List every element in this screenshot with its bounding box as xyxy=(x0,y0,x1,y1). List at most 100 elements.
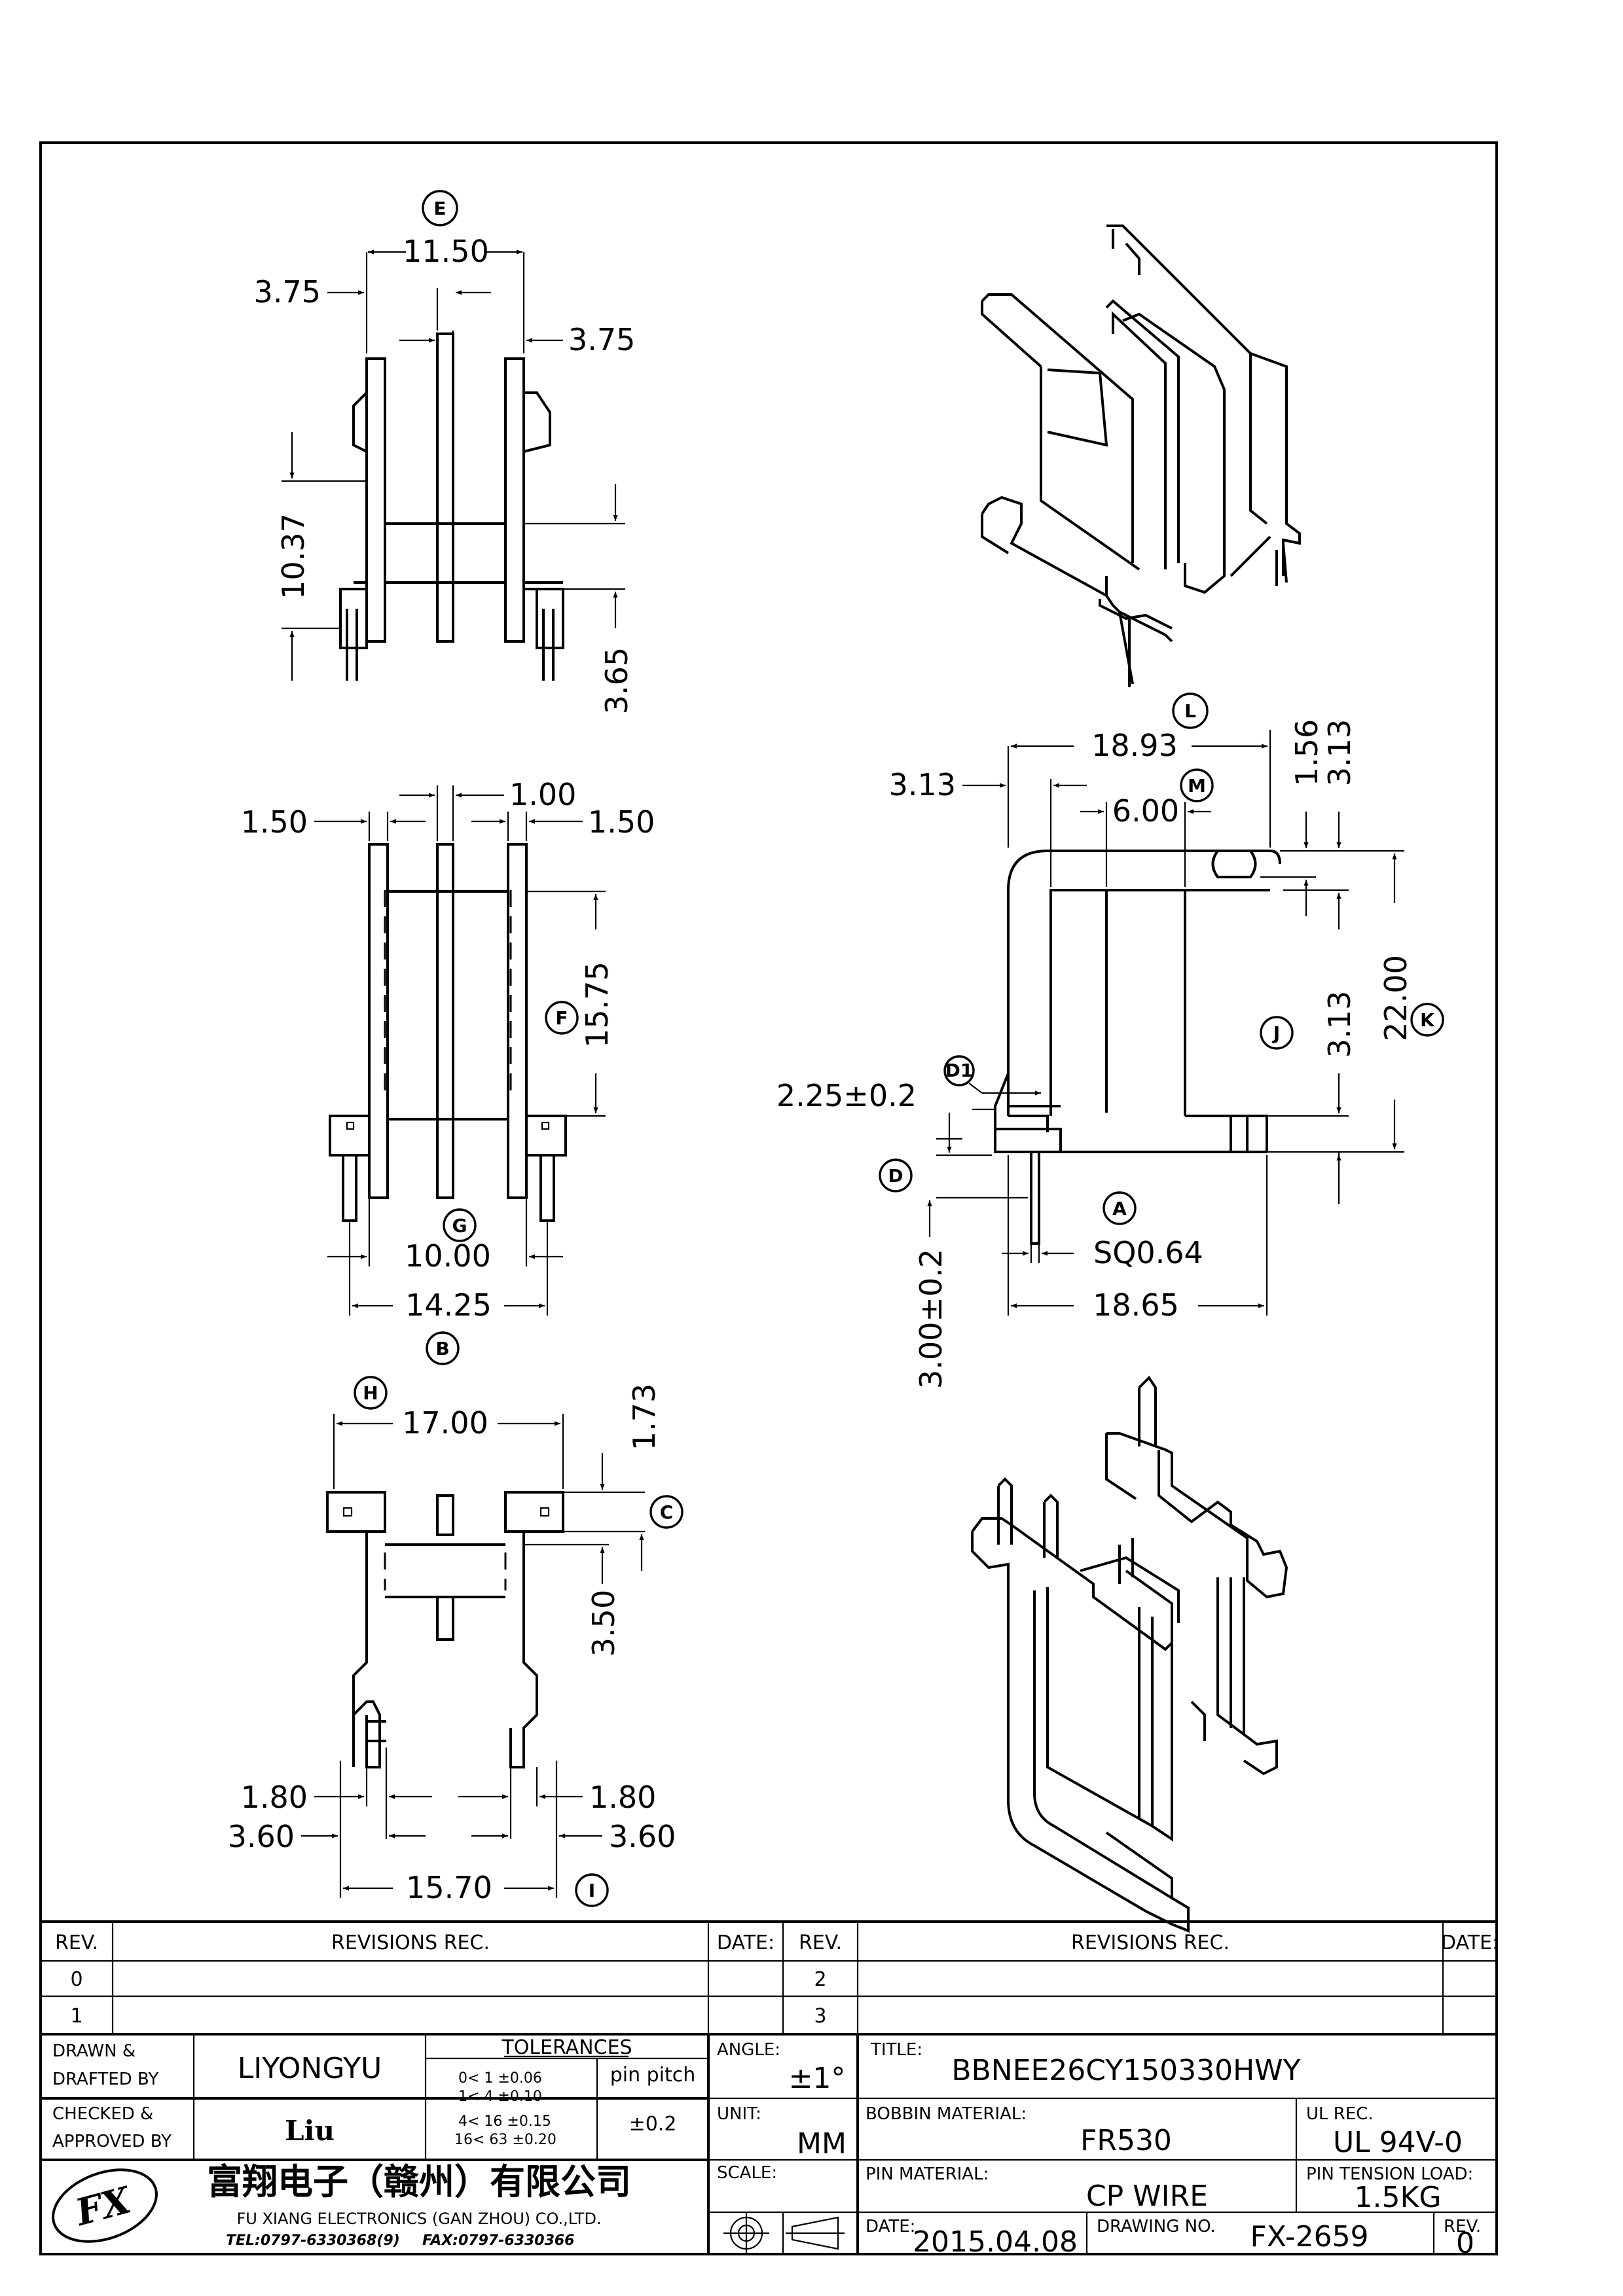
isometric-view-bottom xyxy=(971,1375,1288,1933)
checked-label-1: CHECKED & xyxy=(52,2104,153,2124)
drawn-label-1: DRAWN & xyxy=(52,2041,136,2061)
dim-l-left-offset: 3.13 xyxy=(889,767,956,802)
dim-f-left-wall: 1.50 xyxy=(241,804,308,840)
callout-i-circle xyxy=(575,1873,609,1907)
company-name-cn: 富翔电子（赣州）有限公司 xyxy=(207,2161,631,2202)
dim-l-slot-w: 1.56 xyxy=(1289,719,1324,786)
tension-label: PIN TENSION LOAD: xyxy=(1306,2164,1473,2184)
tolerance-row-1: 0< 1 ±0.06 xyxy=(458,2070,542,2087)
callout-d-label: D xyxy=(888,1165,903,1187)
dim-e-top-width: 11.50 xyxy=(403,234,489,269)
dim-l-width: 18.93 xyxy=(1091,728,1178,763)
date-label: DATE: xyxy=(866,2217,915,2236)
callout-f-circle xyxy=(545,1001,579,1035)
pin-material-label: PIN MATERIAL: xyxy=(866,2164,989,2184)
tension-value: 1.5KG xyxy=(1355,2181,1442,2214)
revisions-header-left: REVISIONS REC. xyxy=(331,1931,490,1954)
callout-a-circle xyxy=(1103,1191,1137,1225)
callout-j-circle xyxy=(1260,1016,1294,1050)
isometric-view-top xyxy=(981,224,1301,687)
dim-l-d1: 2.25±0.2 xyxy=(776,1078,917,1113)
title-block: DRAWN & DRAFTED BY LIYONGYU CHECKED & AP… xyxy=(41,2034,1497,2260)
view-h: H 17.00 1.73 C 3.50 1.80 3.60 1.80 xyxy=(228,1376,684,1907)
dim-f-inner-width: 10.00 xyxy=(405,1238,491,1274)
callout-h-circle xyxy=(354,1376,388,1410)
callout-e-label: E xyxy=(433,198,446,219)
tolerances-title: TOLERANCES xyxy=(501,2036,632,2059)
revision-block: REV. REVISIONS REC. DATE: REV. REVISIONS… xyxy=(41,1920,1499,2036)
dim-f-outer-width: 14.25 xyxy=(405,1287,492,1323)
bobbin-value: FR530 xyxy=(1080,2124,1172,2157)
dim-h-width: 17.00 xyxy=(402,1405,488,1441)
dim-l-j-height: 3.13 xyxy=(1322,991,1357,1058)
callout-k-circle xyxy=(1410,1003,1444,1037)
callout-h-label: H xyxy=(363,1382,378,1404)
view-f: 1.50 1.00 1.50 15.75 F G 10.00 14.25 xyxy=(241,777,655,1365)
callout-g-circle xyxy=(443,1208,477,1242)
callout-b-label: B xyxy=(435,1338,449,1359)
dim-l-k-height: 22.00 xyxy=(1378,955,1413,1041)
drawing-no-label: DRAWING NO. xyxy=(1097,2217,1216,2236)
title-value: BBNEE26CY150330HWY xyxy=(951,2054,1300,2087)
callout-m-label: M xyxy=(1188,775,1206,797)
checked-label-2: APPROVED BY xyxy=(52,2132,172,2151)
dim-h-pin-span: 15.70 xyxy=(406,1870,492,1905)
tolerance-row-4: 16< 63 ±0.20 xyxy=(454,2132,556,2148)
callout-e-circle xyxy=(422,190,458,226)
svg-text:FX: FX xyxy=(70,2178,137,2234)
dim-h-left-pin: 3.60 xyxy=(228,1819,295,1854)
dim-e-height: 10.37 xyxy=(276,513,311,600)
dim-h-right-tab: 1.80 xyxy=(589,1780,656,1815)
callout-a-label: A xyxy=(1112,1198,1127,1219)
drawing-no-value: FX-2659 xyxy=(1250,2220,1368,2253)
rev-row-2: 2 xyxy=(814,1968,826,1991)
rev-row-3: 3 xyxy=(814,2005,826,2028)
callout-g-label: G xyxy=(452,1215,467,1236)
callout-c-label: C xyxy=(660,1501,674,1523)
dim-e-left-offset: 3.75 xyxy=(254,274,321,310)
dim-l-pin-length: 3.00±0.2 xyxy=(913,1249,949,1389)
tolerance-row-2: 1< 4 ±0.10 xyxy=(458,2089,542,2105)
tolerance-row-3: 4< 16 ±0.15 xyxy=(458,2113,551,2130)
bobbin-label: BOBBIN MATERIAL: xyxy=(866,2104,1027,2124)
rev-header-right: REV. xyxy=(799,1931,842,1954)
drawing-frame xyxy=(39,141,1498,2255)
date-header-right: DATE: xyxy=(1441,1931,1499,1954)
callout-d-circle xyxy=(879,1158,913,1193)
callout-f-label: F xyxy=(555,1007,568,1029)
dim-f-center-wall: 1.00 xyxy=(509,777,576,812)
scale-label: SCALE: xyxy=(717,2163,777,2183)
angle-value: ±1° xyxy=(789,2062,846,2095)
unit-label: UNIT: xyxy=(717,2104,761,2124)
view-e: E 11.50 3.75 3.75 xyxy=(254,190,635,714)
dim-l-pin-sq: SQ0.64 xyxy=(1093,1235,1203,1270)
ul-label: UL REC. xyxy=(1306,2104,1374,2124)
rev-value: 0 xyxy=(1456,2227,1474,2260)
rev-header-left: REV. xyxy=(55,1931,98,1954)
view-l: L 3.13 18.93 M 6.00 xyxy=(776,692,1444,1389)
callout-k-label: K xyxy=(1420,1009,1435,1031)
callout-d1-circle xyxy=(943,1055,975,1086)
dim-h-slot-depth: 3.50 xyxy=(586,1590,621,1657)
company-tel: TEL:0797-6330368(9) xyxy=(226,2233,400,2249)
revisions-header-right: REVISIONS REC. xyxy=(1071,1931,1230,1954)
pin-pitch-value: ±0.2 xyxy=(629,2113,677,2136)
company-logo: FX xyxy=(52,2168,158,2243)
projection-symbol-icon xyxy=(723,2212,845,2254)
company-fax: FAX:0797-6330366 xyxy=(422,2233,575,2249)
date-value: 2015.04.08 xyxy=(913,2225,1078,2259)
drawn-label-2: DRAFTED BY xyxy=(52,2070,158,2089)
angle-label: ANGLE: xyxy=(717,2040,780,2060)
dim-l-slot-h: 3.13 xyxy=(1322,719,1357,786)
dim-f-right-wall: 1.50 xyxy=(588,804,655,840)
rev-label: REV. xyxy=(1444,2217,1481,2236)
callout-l-circle xyxy=(1172,692,1209,729)
checked-value: Liu xyxy=(285,2115,335,2147)
dim-l-base-width: 18.65 xyxy=(1093,1287,1179,1323)
title-label: TITLE: xyxy=(870,2040,922,2060)
rev-row-1: 1 xyxy=(70,2005,82,2028)
ul-value: UL 94V-0 xyxy=(1333,2126,1463,2159)
dim-f-height: 15.75 xyxy=(579,961,615,1048)
pin-pitch-label: pin pitch xyxy=(610,2064,696,2087)
